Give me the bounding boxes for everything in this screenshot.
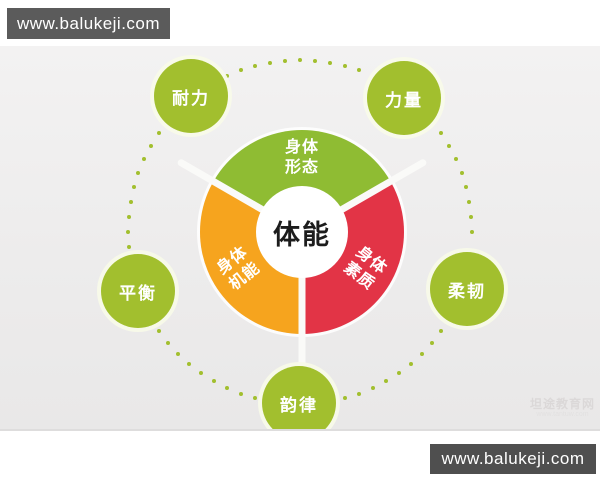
ring-dot <box>459 171 464 176</box>
ring-dot <box>384 378 388 383</box>
satellite-label: 韵律 <box>280 395 318 415</box>
ring-dot <box>126 230 130 234</box>
ring-dot <box>356 68 361 73</box>
center-circle: 体能 <box>256 186 348 278</box>
ring-dot <box>128 200 133 205</box>
ring-dot <box>469 215 474 219</box>
ring-dot <box>408 361 413 366</box>
ring-dot <box>149 144 154 148</box>
ring-dot <box>446 144 451 148</box>
watermark-url-text: www.balukeji.com <box>441 449 585 468</box>
site-watermark-name: 坦途教育网 <box>529 397 595 411</box>
site-watermark: 坦途教育网 www.tantuw.com <box>529 397 595 419</box>
ring-dot <box>342 396 347 401</box>
ring-dot <box>136 171 141 176</box>
watermark-banner-bottom-right: www.balukeji.com <box>430 444 596 474</box>
ring-dot <box>187 361 192 366</box>
ring-dot <box>327 60 332 65</box>
ring-dot <box>131 185 136 190</box>
ring-dot <box>176 351 181 356</box>
ring-dot <box>239 68 244 73</box>
ring-dot <box>239 391 244 396</box>
ring-dot <box>312 58 317 63</box>
satellite-endurance: 耐力 <box>154 59 228 133</box>
ring-dot <box>199 370 204 375</box>
satellite-label: 柔韧 <box>448 281 486 301</box>
ring-dot <box>268 60 273 65</box>
ring-dot <box>429 340 434 345</box>
ring-dot <box>212 378 216 383</box>
ring-dot <box>225 74 230 79</box>
ring-dot <box>157 328 162 333</box>
satellite-label: 平衡 <box>119 283 157 303</box>
ring-dot <box>142 157 147 162</box>
segment-label-body-shape: 身体 形态 <box>284 139 319 176</box>
satellite-strength: 力量 <box>367 61 441 135</box>
ring-dot <box>126 215 131 219</box>
ring-dot <box>157 131 162 136</box>
ring-dot <box>253 396 258 401</box>
ring-dot <box>438 131 443 136</box>
ring-dot <box>253 63 258 68</box>
watermark-url-text: www.balukeji.com <box>16 13 161 33</box>
ring-dot <box>419 351 424 356</box>
ring-dot <box>438 328 443 333</box>
ring-dot <box>166 340 171 345</box>
center-label: 体能 <box>273 219 331 250</box>
ring-dot <box>453 157 458 162</box>
satellite-balance: 平衡 <box>101 254 175 328</box>
site-watermark-url: www.tantuw.com <box>536 411 589 419</box>
ring-dot <box>467 200 472 205</box>
ring-dot <box>370 385 375 390</box>
diagram-stage: 耐力 力量 平衡 柔韧 韵律 身体 形态 身体 机能 身体 素质 体能 坦途教育… <box>0 46 600 431</box>
satellite-label: 力量 <box>385 90 423 110</box>
ring-dot <box>396 370 401 375</box>
ring-dot <box>225 385 230 390</box>
ring-dot <box>342 63 347 68</box>
ring-dot <box>356 391 361 396</box>
ring-dot <box>464 185 469 190</box>
satellite-flexibility: 柔韧 <box>430 252 504 326</box>
satellite-label: 耐力 <box>172 88 210 108</box>
ring-dot <box>470 230 474 234</box>
ring-dot <box>298 58 302 62</box>
watermark-banner-top-left: www.balukeji.com <box>7 8 170 39</box>
ring-dot <box>283 58 287 63</box>
satellite-rhythm: 韵律 <box>262 366 336 429</box>
ring-dot <box>126 244 131 249</box>
